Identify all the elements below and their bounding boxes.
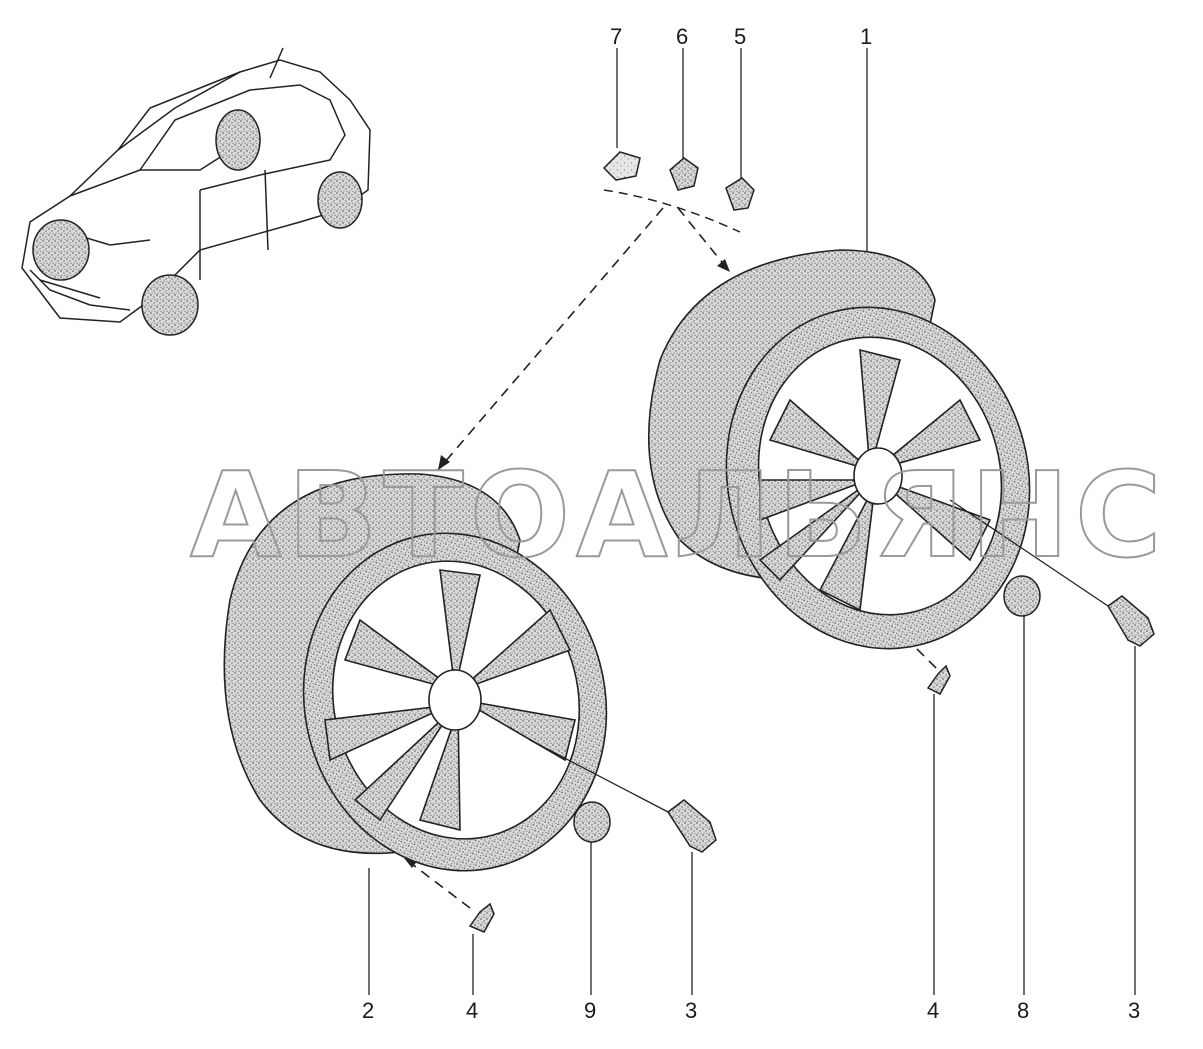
callout-7: 7 bbox=[610, 24, 622, 49]
callout-3-left: 3 bbox=[685, 998, 697, 1023]
vehicle-locator-drawing bbox=[21, 47, 371, 336]
callout-1: 1 bbox=[860, 24, 872, 49]
callout-4-left: 4 bbox=[466, 998, 478, 1023]
right-center-cap bbox=[1003, 575, 1041, 617]
callout-5: 5 bbox=[734, 24, 746, 49]
right-wheel-bolt bbox=[1107, 595, 1155, 647]
callouts: 7 6 5 1 2 4 9 3 4 8 3 bbox=[362, 24, 1140, 1023]
left-center-cap bbox=[573, 801, 611, 843]
callout-6: 6 bbox=[676, 24, 688, 49]
left-wheel-bolt bbox=[666, 799, 717, 853]
right-rim-spokes bbox=[758, 348, 992, 612]
small-parts-group bbox=[602, 151, 755, 233]
right-wheel-assembly bbox=[647, 249, 1031, 650]
part-7-weight bbox=[602, 151, 641, 181]
callout-3-right: 3 bbox=[1128, 998, 1140, 1023]
left-valve bbox=[468, 902, 495, 933]
leader-lines bbox=[368, 48, 1136, 995]
part-6-valve-cap bbox=[669, 157, 699, 191]
watermark-text: АВТОАЛЬЯНС bbox=[190, 446, 1168, 584]
callout-9: 9 bbox=[584, 998, 596, 1023]
fasteners bbox=[468, 575, 1155, 933]
left-rim-spokes bbox=[324, 569, 576, 832]
callout-8: 8 bbox=[1017, 998, 1029, 1023]
left-wheel-assembly bbox=[223, 473, 608, 872]
part-5-clip bbox=[725, 177, 755, 211]
right-valve bbox=[926, 664, 951, 695]
callout-2: 2 bbox=[362, 998, 374, 1023]
callout-4-right: 4 bbox=[927, 998, 939, 1023]
